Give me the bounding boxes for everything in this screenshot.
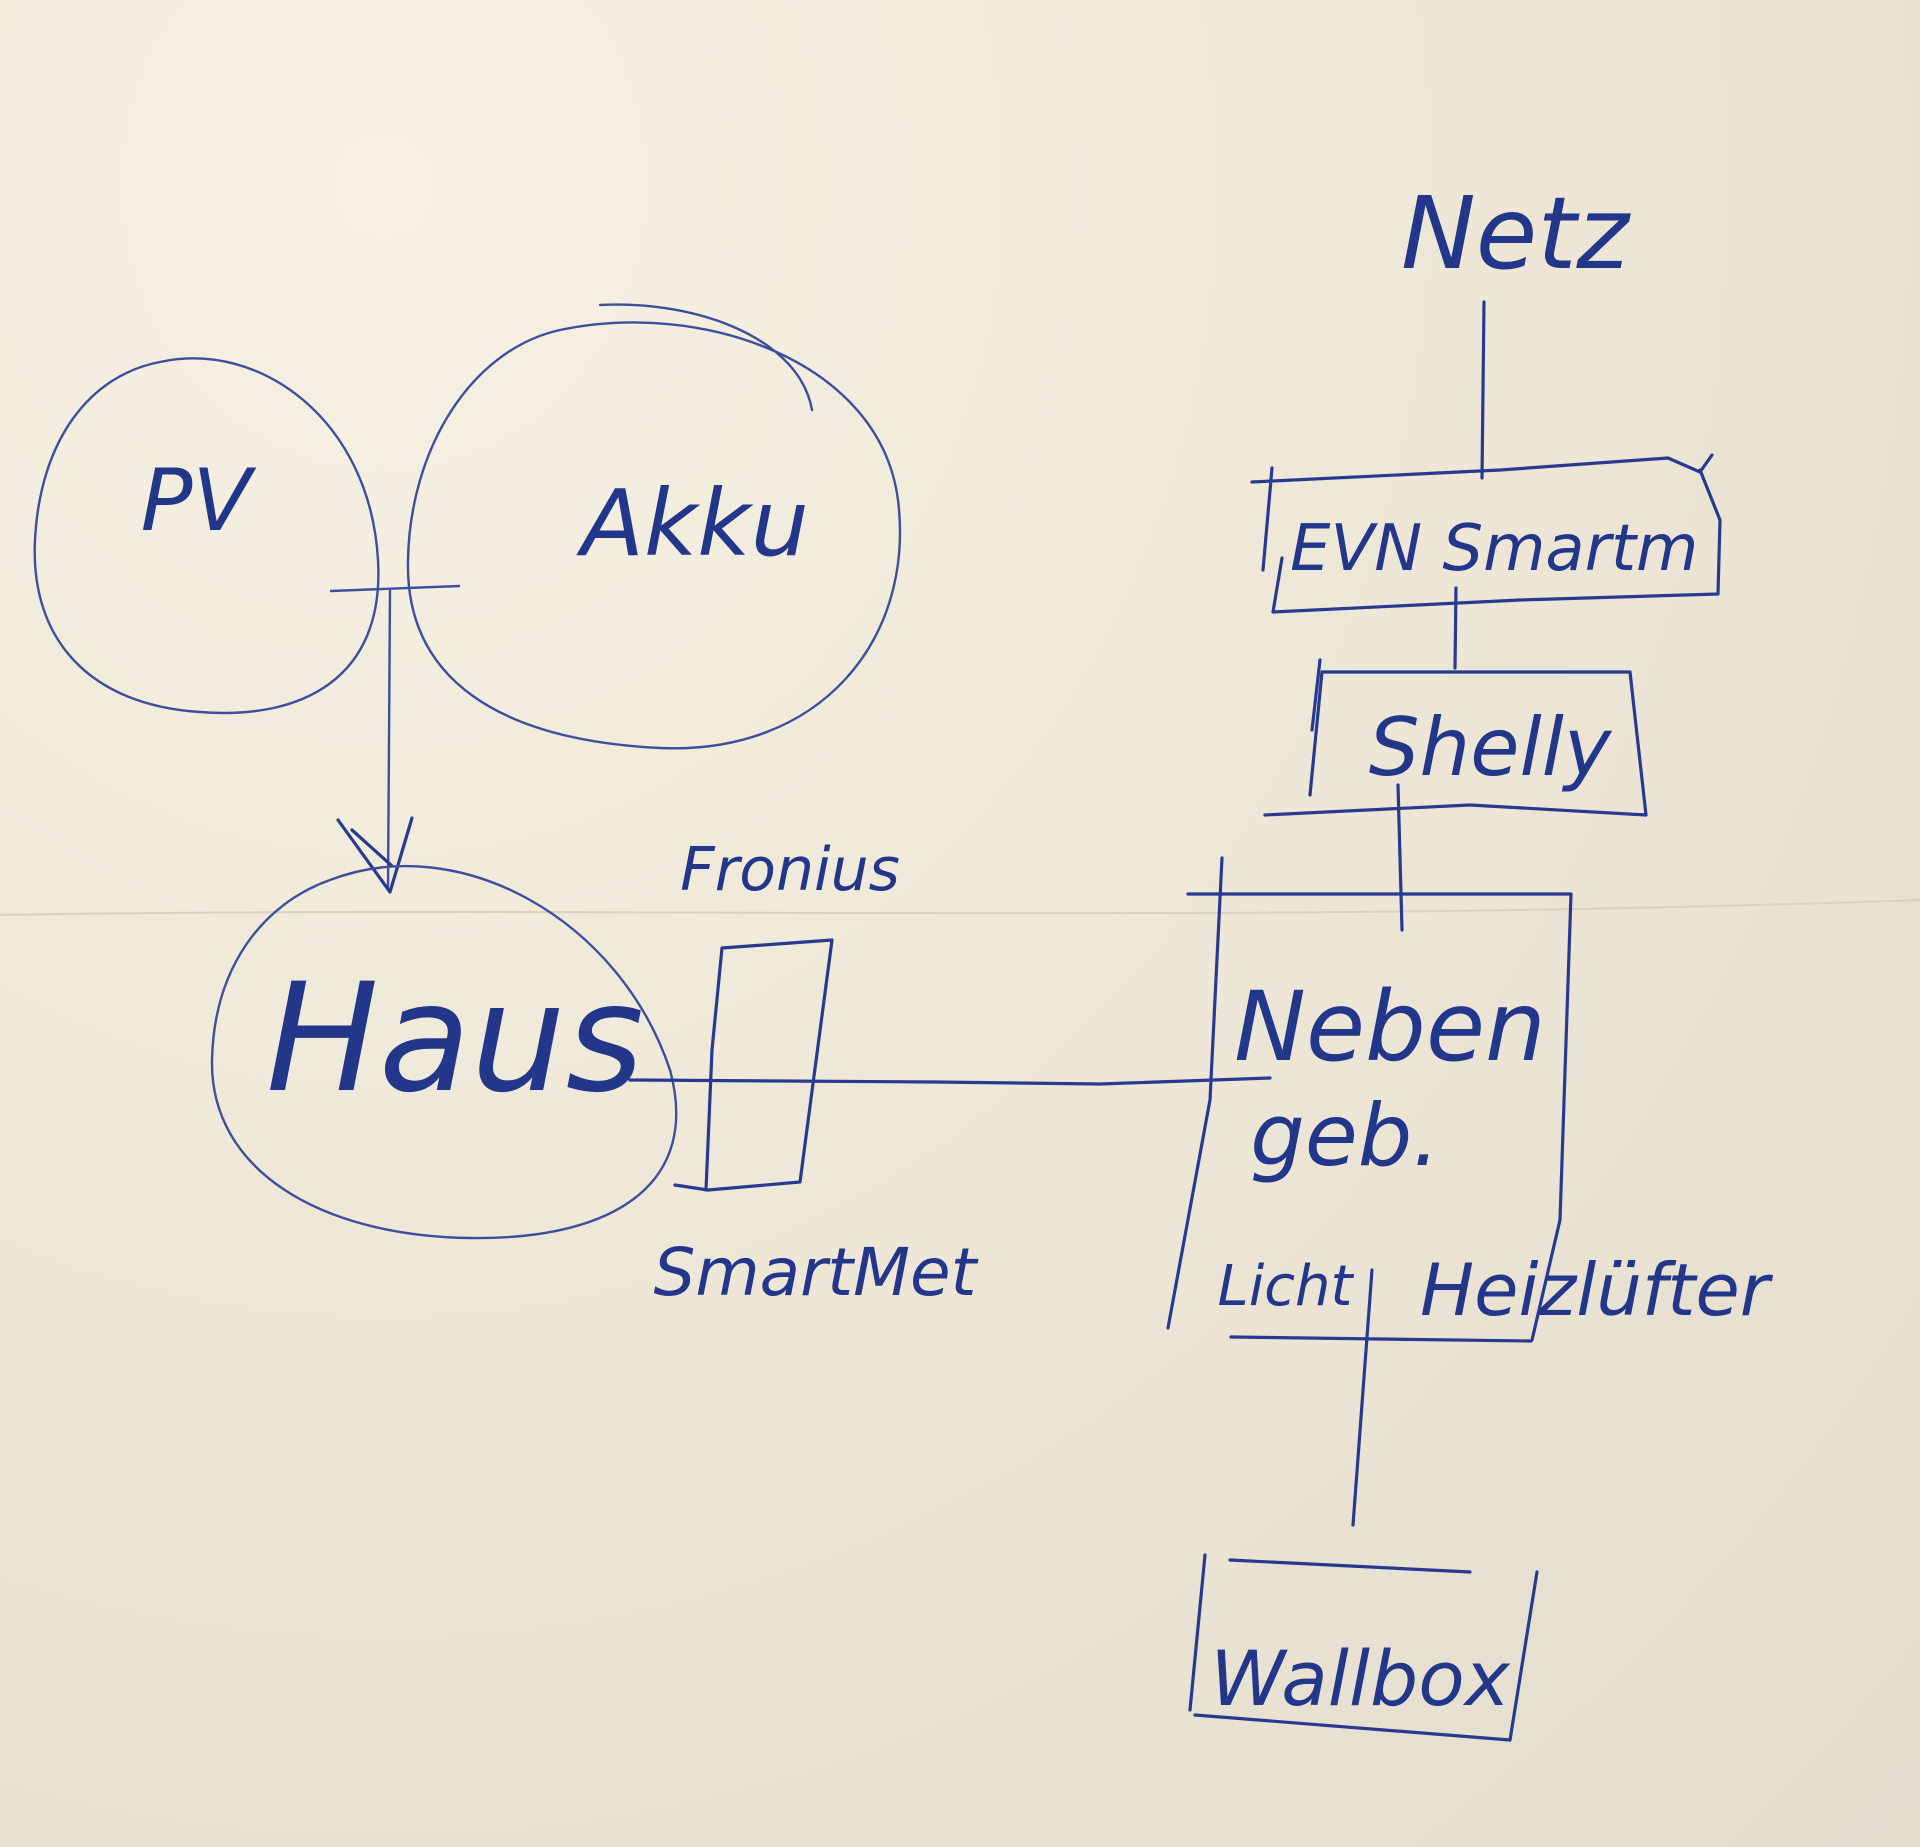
evn-smartmeter-label: EVN Smartm — [1290, 512, 1698, 586]
haus-label: Haus — [266, 952, 644, 1126]
smartmeter-label: SmartMet — [653, 1234, 978, 1311]
pv-akku-to-haus-line — [386, 588, 392, 892]
nebengebaeude-label-line1: Neben — [1234, 971, 1546, 1083]
junction-line — [329, 584, 461, 593]
consumer-bus-line — [1229, 1335, 1533, 1343]
nebengebaeude-label-line2: geb. — [1250, 1086, 1439, 1186]
wallbox-label: Wallbox — [1210, 1634, 1511, 1723]
licht-label: Licht — [1218, 1254, 1355, 1319]
pv-circle — [33, 357, 380, 715]
netz-line — [1480, 300, 1486, 480]
fronius-label: Fronius — [680, 835, 900, 905]
akku-circle — [406, 321, 902, 750]
netz-label: Netz — [1401, 175, 1632, 292]
shelly-label: Shelly — [1369, 701, 1613, 794]
haus-circle — [210, 864, 678, 1240]
shelly-to-nebengebaeude-line — [1396, 783, 1404, 932]
fronius-smartmeter-box — [673, 938, 834, 1192]
akku-circle-overstroke — [598, 303, 814, 412]
heizluefter-label: Heizlüfter — [1420, 1248, 1774, 1332]
shelly-box — [1263, 658, 1648, 817]
wallbox-box — [1188, 1553, 1539, 1742]
evn-smartmeter-box — [1250, 453, 1722, 614]
haus-to-nebengebaeude-line — [628, 1076, 1272, 1086]
akku-label: Akku — [576, 470, 809, 577]
pv-label: PV — [141, 451, 257, 551]
evn-to-shelly-line — [1453, 586, 1458, 670]
arrow-head-icon — [336, 816, 414, 894]
nebengebaeude-box — [1166, 856, 1573, 1342]
nebengebaeude-to-wallbox-line — [1351, 1268, 1374, 1527]
